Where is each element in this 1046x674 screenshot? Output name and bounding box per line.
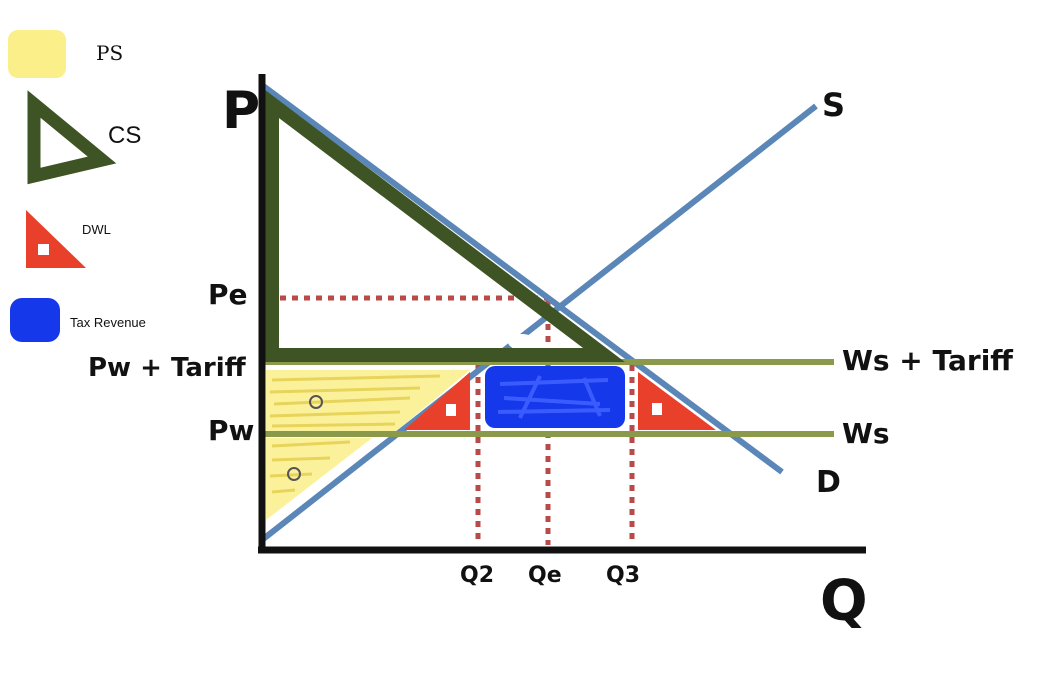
x-axis-label: Q — [820, 569, 868, 634]
world-supply-tariff-label: Ws + Tariff — [842, 344, 1013, 377]
quantity-label-q3: Q3 — [606, 563, 640, 588]
consumer-surplus-triangle — [265, 89, 625, 362]
price-label-pw: Pw — [208, 414, 254, 447]
dwl-legend-hole — [38, 244, 49, 255]
dwl-areas — [404, 372, 716, 430]
demand-curve — [260, 82, 784, 475]
ps-scribble — [269, 374, 441, 494]
quantity-label-qe: Qe — [528, 563, 562, 588]
supply-label: S — [822, 86, 845, 124]
tax-legend-label: Tax Revenue — [70, 315, 146, 330]
ps-mark — [309, 395, 323, 409]
tax-highlight — [508, 334, 536, 350]
dwl-left-hole — [446, 404, 456, 416]
ps-legend-label: PS — [96, 41, 123, 65]
world-supply-label: Ws — [842, 417, 890, 450]
cs-legend-triangle-icon — [27, 90, 117, 185]
price-label-pe: Pe — [208, 278, 248, 311]
ps-lower-region — [266, 438, 372, 520]
tax-legend-swatch — [10, 298, 60, 342]
quantity-label-q2: Q2 — [460, 563, 494, 588]
legend: PS CS DWL Tax Revenue — [8, 30, 146, 342]
tax-scribble — [497, 375, 611, 419]
dwl-right-hole — [652, 403, 662, 415]
demand-label: D — [816, 465, 841, 500]
dwl-legend-triangle-icon — [26, 210, 86, 268]
tax-revenue-area — [485, 334, 625, 428]
y-axis-label: P — [222, 81, 260, 141]
cs-legend-label: CS — [108, 122, 141, 149]
dwl-legend-label: DWL — [82, 222, 111, 237]
producer-surplus-area — [266, 370, 470, 520]
ps-legend-swatch — [8, 30, 66, 78]
supply-curve — [260, 103, 818, 543]
dwl-right-triangle — [638, 372, 716, 430]
price-label-pw-tariff: Pw + Tariff — [88, 353, 247, 383]
ps-mark — [287, 467, 301, 481]
